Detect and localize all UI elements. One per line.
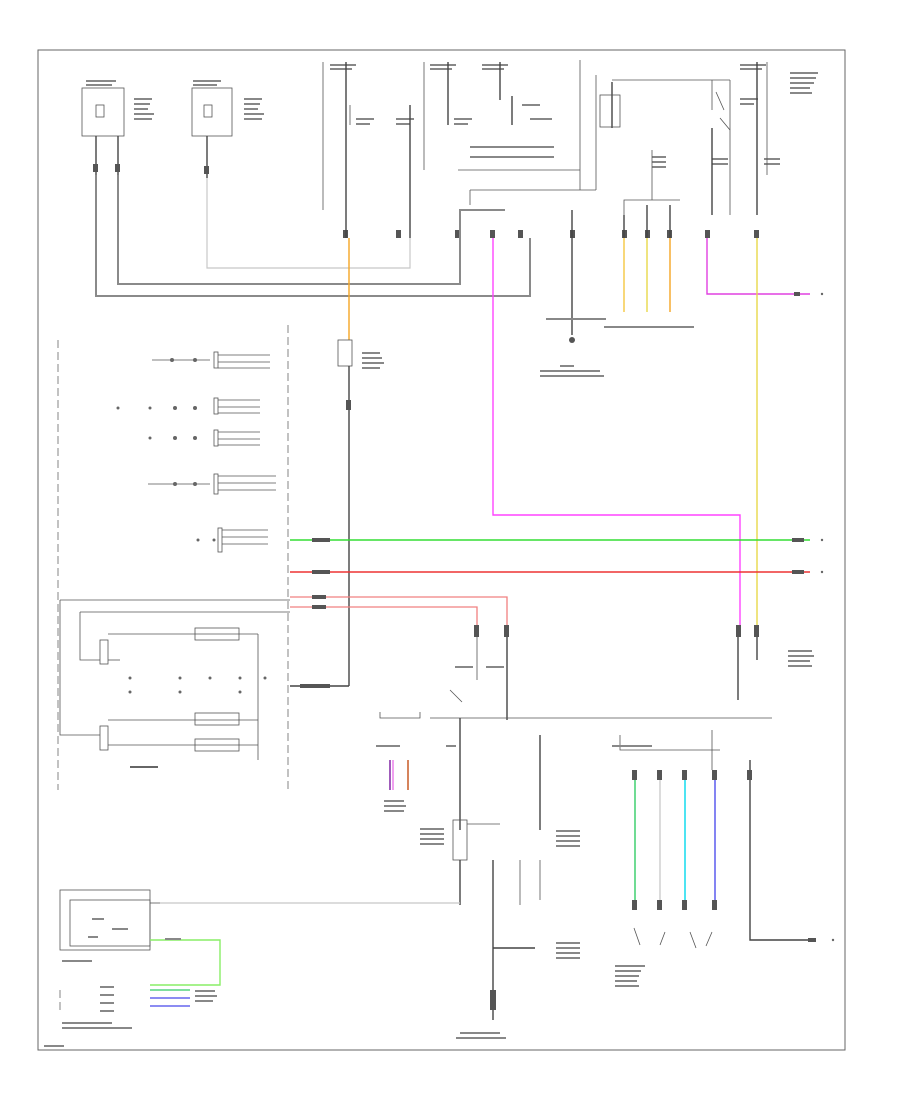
end-markers bbox=[820, 292, 835, 942]
diagram-frame bbox=[37, 49, 846, 1051]
fuse-box-1 bbox=[81, 87, 125, 137]
lower-center bbox=[379, 637, 816, 1020]
combination-switch bbox=[57, 325, 349, 790]
horizontal-harness bbox=[290, 538, 810, 637]
colored-wires-top bbox=[337, 238, 810, 686]
gray-harness bbox=[95, 150, 680, 343]
power-switch bbox=[44, 318, 814, 1047]
top-fuse-blocks bbox=[81, 60, 818, 238]
